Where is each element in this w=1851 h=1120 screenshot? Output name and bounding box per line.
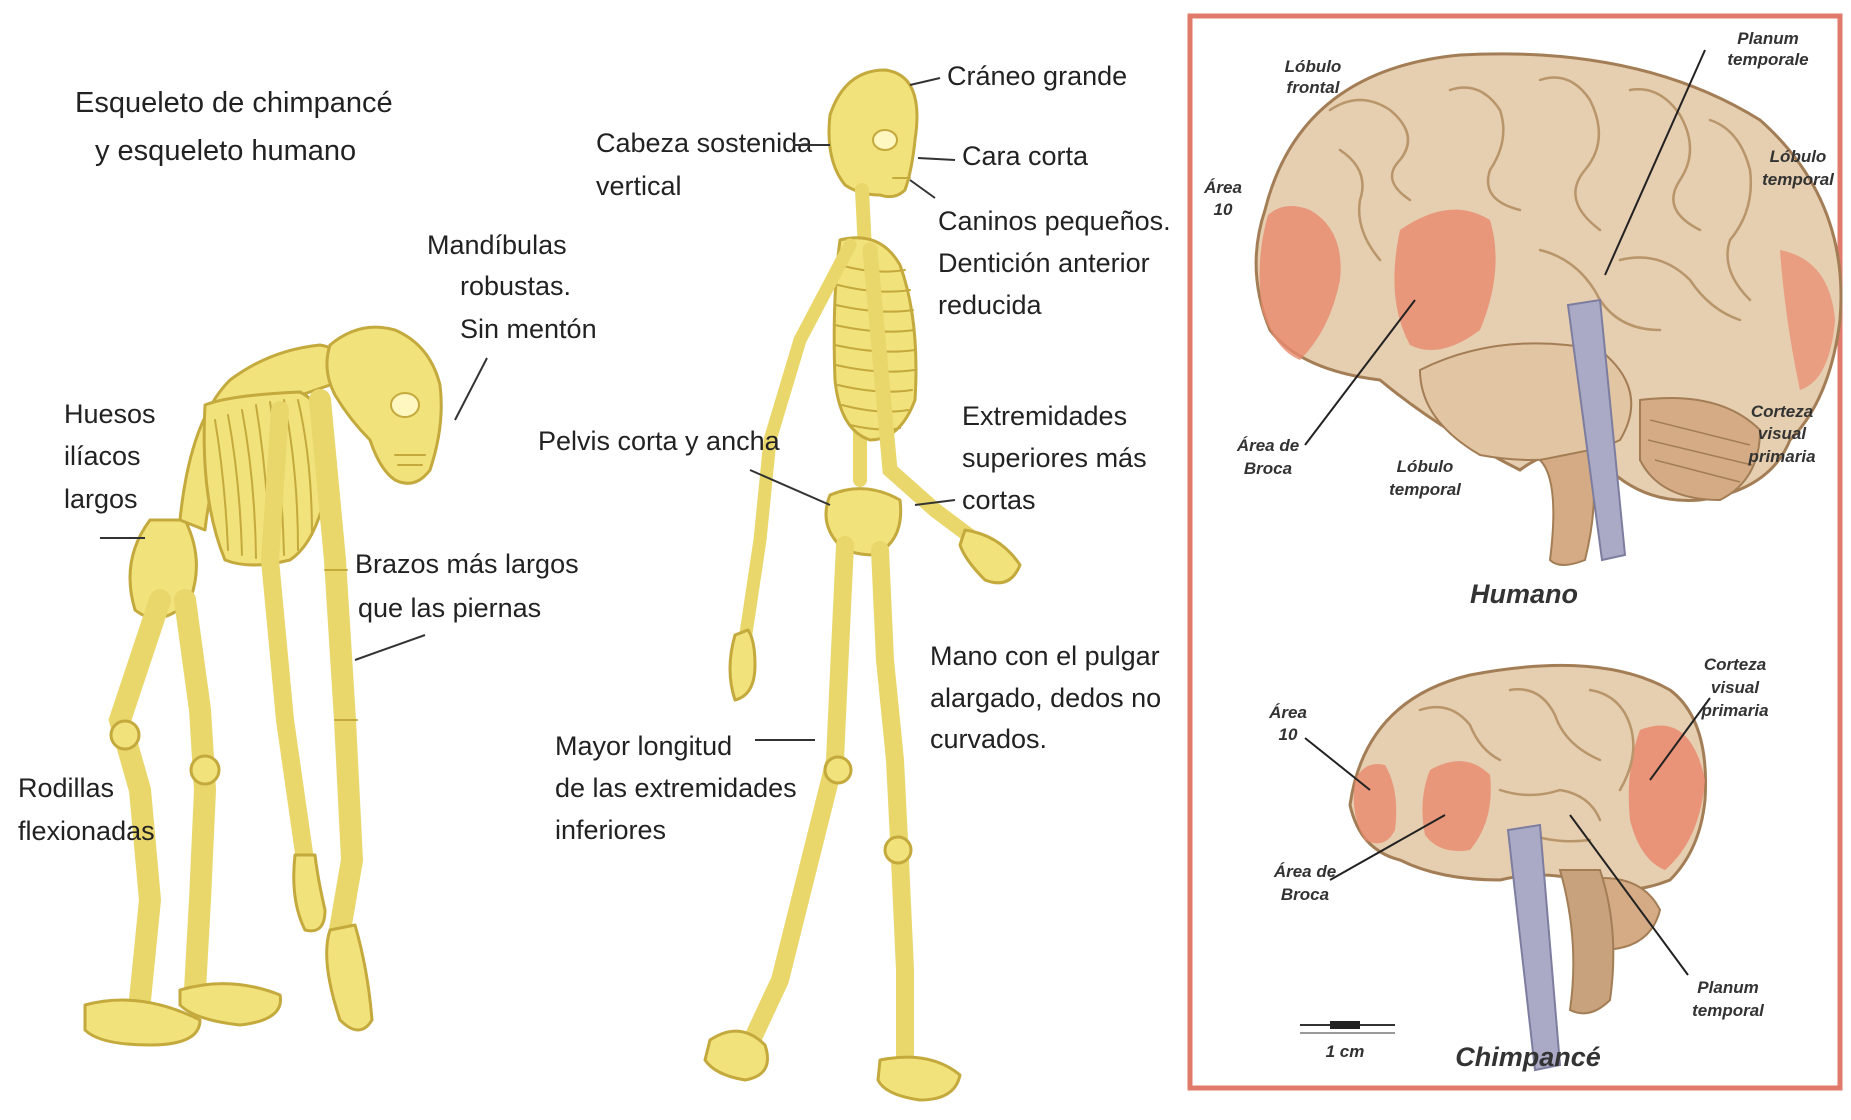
human-label-corteza-2: visual <box>1758 424 1807 443</box>
label-huesos-1: Huesos <box>64 399 156 429</box>
scale-bar-segment <box>1330 1021 1360 1029</box>
label-huesos-3: largos <box>64 484 138 514</box>
scale-bar-label: 1 cm <box>1326 1042 1365 1061</box>
label-mandibulas-2: robustas. <box>460 271 571 301</box>
label-mayor-1: Mayor longitud <box>555 731 732 761</box>
chimp-label-planum-1: Planum <box>1697 978 1758 997</box>
human-label-lobulo-frontal-2: frontal <box>1287 78 1341 97</box>
human-hand-front <box>960 530 1020 583</box>
pointer-caninos <box>910 180 935 198</box>
human-label-lobulo-frontal-1: Lóbulo <box>1285 57 1342 76</box>
human-label-planum-2: temporale <box>1727 50 1808 69</box>
chimp-label-corteza-3: primaria <box>1700 701 1768 720</box>
label-extremidades-3: cortas <box>962 485 1036 515</box>
label-cabeza-1: Cabeza sostenida <box>596 128 813 158</box>
label-cara: Cara corta <box>962 141 1089 171</box>
label-mandibulas-1: Mandíbulas <box>427 230 567 260</box>
label-mandibulas-3: Sin mentón <box>460 314 597 344</box>
chimp-label-corteza-2: visual <box>1711 678 1760 697</box>
human-label-broca-2: Broca <box>1244 459 1292 478</box>
label-mano-1: Mano con el pulgar <box>930 641 1160 671</box>
human-knee-back <box>825 757 851 783</box>
label-mayor-3: inferiores <box>555 815 666 845</box>
pointer-brazos <box>355 635 425 660</box>
chimp-back-leg <box>185 600 205 990</box>
label-mano-2: alargado, dedos no <box>930 683 1161 713</box>
label-extremidades-2: superiores más <box>962 443 1147 473</box>
label-mano-3: curvados. <box>930 724 1047 754</box>
human-label-area10-2: 10 <box>1214 200 1233 219</box>
human-knee-front <box>885 837 911 863</box>
label-brazos-1: Brazos más largos <box>355 549 579 579</box>
chimp-brain-caption: Chimpancé <box>1455 1042 1601 1072</box>
human-front-leg <box>880 550 905 1060</box>
label-mayor-2: de las extremidades <box>555 773 797 803</box>
chimp-label-broca-1: Área de <box>1273 862 1336 881</box>
human-label-corteza-3: primaria <box>1747 447 1815 466</box>
pointer-cara <box>918 158 955 160</box>
chimp-label-broca-2: Broca <box>1281 885 1329 904</box>
label-caninos-2: Dentición anterior <box>938 248 1150 278</box>
chimp-front-leg <box>120 600 160 1000</box>
skeleton-title-line2: y esqueleto humano <box>95 135 356 167</box>
chimp-label-corteza-1: Corteza <box>1704 655 1766 674</box>
human-label-lobulo-temporal-2: temporal <box>1389 480 1462 499</box>
chimp-skull <box>327 327 441 483</box>
human-label-area10-1: Área <box>1203 178 1242 197</box>
human-label-lobulo-temporal-r-2: temporal <box>1762 170 1835 189</box>
human-eye-socket <box>873 130 897 150</box>
skeleton-title-line1: Esqueleto de chimpancé <box>75 87 393 119</box>
human-brain-caption: Humano <box>1470 579 1578 609</box>
label-rodillas-1: Rodillas <box>18 773 114 803</box>
human-label-lobulo-temporal-1: Lóbulo <box>1397 457 1454 476</box>
label-craneo: Cráneo grande <box>947 61 1127 91</box>
chimp-knee-front <box>111 721 139 749</box>
chimp-hand-front <box>327 925 372 1030</box>
chimpanzee-skeleton <box>85 327 441 1045</box>
label-caninos-1: Caninos pequeños. <box>938 206 1171 236</box>
chimp-label-area10-1: Área <box>1268 703 1307 722</box>
label-pelvis: Pelvis corta y ancha <box>538 426 781 456</box>
human-label-corteza-1: Corteza <box>1751 402 1813 421</box>
human-broca-region <box>1394 210 1495 350</box>
chimp-label-planum-2: temporal <box>1692 1001 1765 1020</box>
label-extremidades-1: Extremidades <box>962 401 1127 431</box>
label-brazos-2: que las piernas <box>358 593 541 623</box>
human-foot-front <box>878 1057 960 1100</box>
chimp-front-arm <box>320 400 352 930</box>
human-hand-back <box>730 630 755 700</box>
human-label-broca-1: Área de <box>1236 436 1299 455</box>
chimp-label-area10-2: 10 <box>1279 725 1298 744</box>
chimp-knee-back <box>191 756 219 784</box>
chimp-hand-back <box>294 855 325 931</box>
label-cabeza-2: vertical <box>596 171 682 201</box>
chimp-eye-socket <box>391 393 419 417</box>
label-caninos-3: reducida <box>938 290 1043 320</box>
pointer-mandibulas <box>455 358 487 420</box>
pointer-craneo <box>910 78 940 85</box>
label-rodillas-2: flexionadas <box>18 816 155 846</box>
human-foot-back <box>705 1031 768 1080</box>
human-label-lobulo-temporal-r-1: Lóbulo <box>1770 147 1827 166</box>
human-label-planum-1: Planum <box>1737 29 1798 48</box>
label-huesos-2: ilíacos <box>64 441 141 471</box>
